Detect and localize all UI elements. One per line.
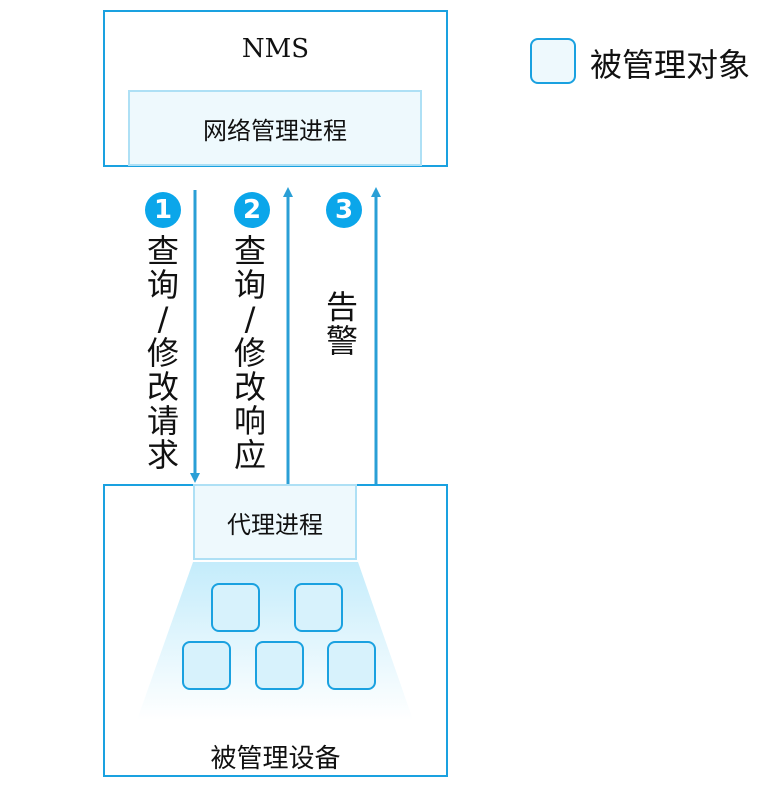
nms-process-label: 网络管理进程 — [203, 116, 347, 145]
legend-swatch — [530, 38, 576, 84]
managed-object — [211, 583, 260, 632]
nms-title: NMS — [241, 34, 310, 64]
legend-label: 被管理对象 — [590, 46, 751, 84]
step-1-badge: 1 — [145, 192, 181, 228]
agent-process-label: 代理进程 — [227, 510, 323, 539]
step-3-label: 告警 — [325, 288, 358, 360]
managed-object — [327, 641, 376, 690]
step-1-label: 查询/修改请求 — [146, 232, 179, 474]
device-caption: 被管理设备 — [210, 744, 341, 774]
managed-object — [255, 641, 304, 690]
step-3-badge: 3 — [326, 192, 362, 228]
step-2-badge: 2 — [234, 192, 270, 228]
nms-process-box: 网络管理进程 — [128, 90, 422, 166]
step-2-label: 查询/修改响应 — [233, 232, 266, 474]
managed-object — [294, 583, 343, 632]
managed-object — [182, 641, 231, 690]
agent-process-box: 代理进程 — [193, 484, 357, 560]
